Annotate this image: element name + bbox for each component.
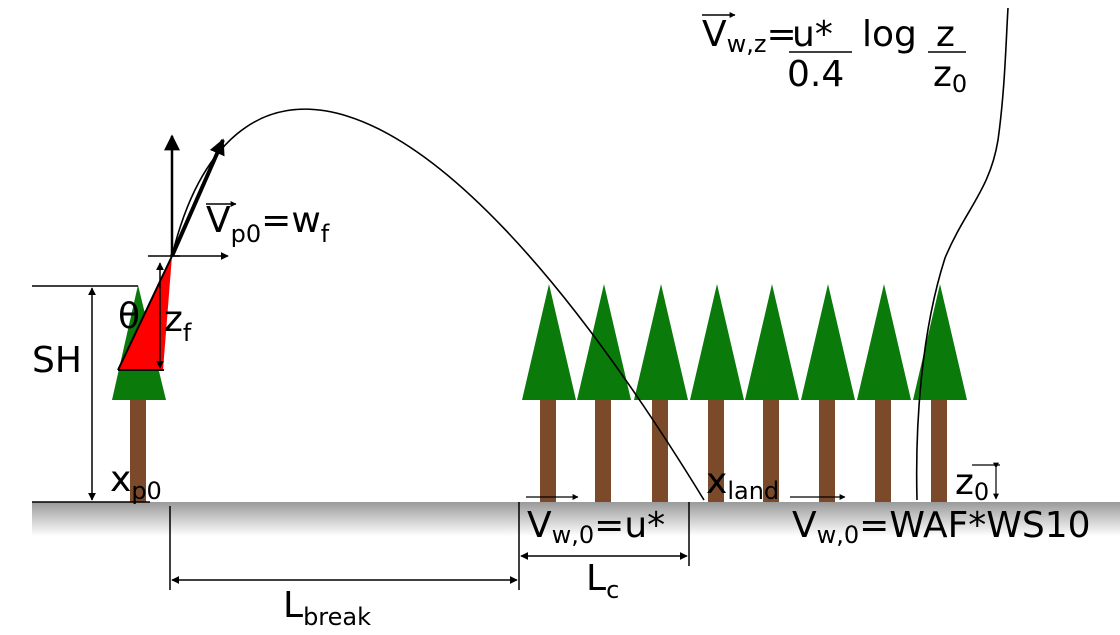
- wind-profile-curve: [915, 7, 1009, 501]
- wind-profile-formula: Vw,z= u* 0.4 log z z0: [702, 14, 967, 98]
- launch-position-label: xp0: [110, 459, 162, 505]
- tree-stand: [522, 284, 967, 502]
- vwz-numerator: u*: [792, 14, 833, 55]
- source-height-label: SH: [32, 340, 82, 381]
- lc-label: Lc: [586, 558, 619, 604]
- landing-position-label: xland: [706, 461, 779, 505]
- stand-tree: [634, 284, 688, 502]
- canopy-wind-label: Vw,0=u*: [527, 505, 665, 549]
- vwz-log: log: [862, 14, 917, 55]
- log-numerator: z: [936, 14, 955, 55]
- vwz-label: Vw,z=: [702, 14, 797, 58]
- source-tree-trunk: [130, 398, 146, 502]
- stand-tree: [745, 284, 799, 502]
- stand-tree: [857, 284, 911, 502]
- stand-tree: [690, 284, 744, 502]
- stand-tree: [577, 284, 631, 502]
- log-denominator: z0: [933, 54, 967, 98]
- vwz-denominator: 0.4: [787, 54, 844, 95]
- stand-tree: [522, 284, 576, 502]
- launch-velocity-label: Vp0=wf: [206, 200, 330, 248]
- lbreak-label: Lbreak: [283, 585, 371, 631]
- ember-trajectory: [171, 108, 705, 501]
- z0-label: z0: [955, 462, 989, 506]
- launch-velocity-arrow: [170, 138, 225, 257]
- flame-angle-label: θ: [118, 296, 140, 337]
- ground-surface: [32, 502, 1120, 536]
- flame-height-label: zf: [164, 299, 192, 347]
- stand-tree: [801, 284, 855, 502]
- open-wind-label: Vw,0=WAF*WS10: [792, 505, 1091, 549]
- stand-tree: [913, 284, 967, 502]
